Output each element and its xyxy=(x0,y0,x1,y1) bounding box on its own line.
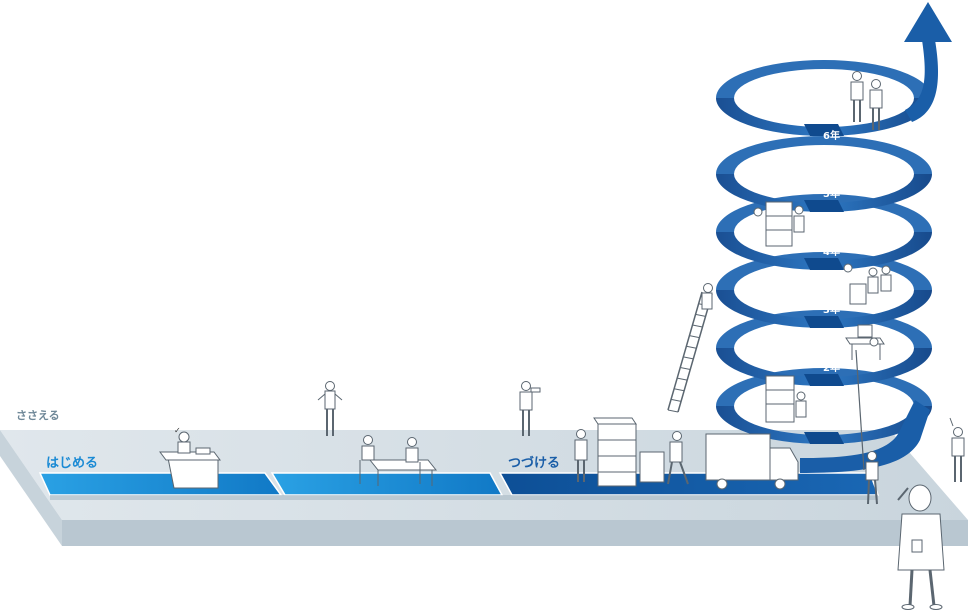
year-label-4: 4年 xyxy=(823,245,840,258)
growth-spiral xyxy=(716,2,952,473)
spiral-year-tab xyxy=(804,258,844,270)
ladder-rung xyxy=(680,367,691,371)
svg-text:✓: ✓ xyxy=(174,426,181,435)
desk-worker-illustration: ✓ xyxy=(159,426,221,489)
year-label-5: 5年 xyxy=(823,187,840,200)
spiral-back xyxy=(716,60,932,406)
lane-hajimeru xyxy=(38,472,283,496)
warehouse-illustration xyxy=(574,417,689,487)
spiral-arrow-shaft xyxy=(905,40,939,122)
ladder-rung xyxy=(686,345,697,349)
label-hajimeru: はじめる xyxy=(46,456,98,471)
label-sasaeru: ささえる xyxy=(16,409,60,422)
pair-talking xyxy=(850,71,883,130)
observer-large xyxy=(897,484,945,610)
spiral-coil-back xyxy=(716,60,932,98)
computer-desk-level2 xyxy=(845,324,885,360)
lane-middle xyxy=(270,472,504,496)
ladder-rung xyxy=(695,313,706,317)
ladder-rung xyxy=(677,377,688,381)
spiral-year-tab xyxy=(804,374,844,386)
shelf-level1 xyxy=(765,375,807,423)
ladder-rung xyxy=(667,409,679,413)
year-label-1: 1年 xyxy=(823,419,840,432)
lane-shadow xyxy=(50,495,878,500)
label-tsuzukeru: つづける xyxy=(508,455,560,471)
ladder-rung xyxy=(692,324,703,328)
observer-small xyxy=(949,417,965,482)
binoculars-figure xyxy=(519,381,541,436)
presenter-figure xyxy=(317,381,343,436)
ladder-rung xyxy=(689,335,700,339)
year-label-2: 2年 xyxy=(823,361,840,374)
spiral-year-tab xyxy=(804,124,844,136)
spiral-coil-front xyxy=(716,232,932,270)
spiral-year-tab xyxy=(804,432,844,444)
year-label-6: 6年 xyxy=(823,129,840,142)
group-level3 xyxy=(843,263,892,305)
lane-tsuzukeru xyxy=(498,472,880,496)
ladder-illustration xyxy=(667,283,713,413)
truck-illustration xyxy=(705,433,799,490)
spiral-arrow-head xyxy=(904,2,952,42)
ladder-rung xyxy=(674,388,685,392)
spiral-coil-back xyxy=(716,136,932,174)
ladder-rung xyxy=(683,356,694,360)
meeting-illustration xyxy=(359,435,438,486)
ladder-rung xyxy=(670,398,682,402)
year-label-3: 3年 xyxy=(823,303,840,316)
shelf-workers-level4 xyxy=(753,201,805,247)
platform-front xyxy=(62,520,968,546)
year-labels: 6年 5年 4年 3年 2年 1年 xyxy=(823,129,840,432)
pole-holder-figure xyxy=(855,349,879,505)
lanes xyxy=(38,472,880,500)
platform-left-side xyxy=(0,430,62,546)
spiral-people xyxy=(753,71,892,505)
spiral-base-connector xyxy=(800,400,930,473)
spiral-year-tab xyxy=(804,200,844,212)
spiral-coil-front xyxy=(716,290,932,328)
spiral-year-tab xyxy=(804,316,844,328)
